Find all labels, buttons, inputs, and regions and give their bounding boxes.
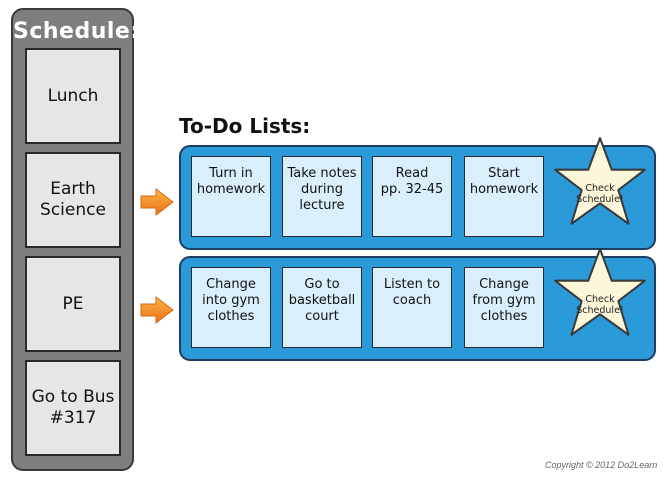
task-card[interactable]: Take notes during lecture — [282, 156, 362, 237]
schedule-item-earth-science[interactable]: Earth Science — [25, 152, 121, 248]
schedule-item-pe[interactable]: PE — [25, 256, 121, 352]
check-schedule-label: Check Schedule! — [576, 183, 624, 205]
schedule-panel: Schedule: Lunch Earth Science PE Go to B… — [11, 8, 140, 471]
task-card[interactable]: Start homework — [464, 156, 544, 237]
schedule-item-go-to-bus[interactable]: Go to Bus #317 — [25, 360, 121, 456]
check-schedule-label: Check Schedule! — [576, 294, 624, 316]
star-icon[interactable] — [549, 246, 651, 348]
task-card[interactable]: Listen to coach — [372, 267, 452, 348]
task-card[interactable]: Read pp. 32-45 — [372, 156, 452, 237]
task-card[interactable]: Go to basketball court — [282, 267, 362, 348]
task-card[interactable]: Change into gym clothes — [191, 267, 271, 348]
schedule-item-lunch[interactable]: Lunch — [25, 48, 121, 144]
task-card[interactable]: Turn in homework — [191, 156, 271, 237]
arrow-right-icon — [140, 188, 174, 216]
todo-list-pe: Change into gym clothes Go to basketball… — [179, 248, 656, 361]
todo-list-earth-science: Turn in homework Take notes during lectu… — [179, 137, 656, 250]
copyright-text: Copyright © 2012 Do2Learn — [545, 460, 658, 470]
schedule-title: Schedule: — [13, 19, 140, 44]
arrow-right-icon — [140, 296, 174, 324]
star-icon[interactable] — [549, 135, 651, 237]
task-card[interactable]: Change from gym clothes — [464, 267, 544, 348]
todo-title: To-Do Lists: — [179, 114, 311, 138]
